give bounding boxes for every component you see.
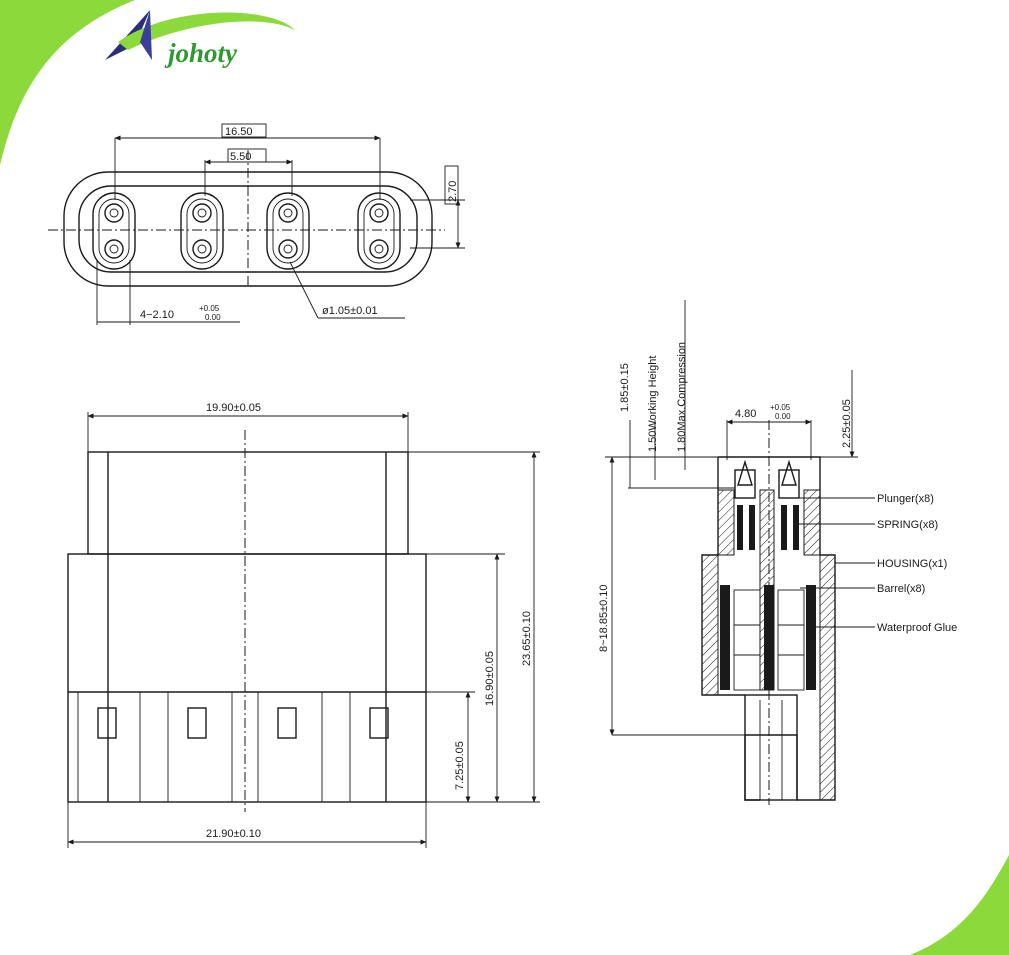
dim-hole-width-label: 4−2.10	[140, 309, 174, 321]
dim-body-height-label: 16.90±0.05	[484, 651, 496, 706]
pin-slots	[92, 192, 401, 270]
front-slots	[77, 692, 389, 802]
pin-slot	[266, 192, 310, 270]
dim-pin-diameter-label: ø1.05±0.01	[322, 305, 378, 317]
logo-swoosh	[118, 12, 295, 50]
dim-length-label: 8~18.85±0.10	[598, 584, 610, 652]
logo-wordmark: johoty	[164, 38, 238, 68]
dim-hole-tol-upper: +0.05	[199, 304, 220, 313]
dim-slot-height-front-label: 7.25±0.05	[454, 741, 466, 790]
pin-hole	[104, 239, 124, 259]
pin-hole	[278, 239, 298, 259]
front-slot	[167, 692, 207, 802]
pin-slot	[92, 192, 136, 270]
dim-section-width-tol-upper: +0.05	[770, 403, 791, 412]
callout-plunger: Plunger(x8)	[877, 493, 934, 505]
dim-pin-pitch-label: 5.50	[230, 151, 251, 163]
pin-slot	[357, 192, 401, 270]
dim-stroke-label: 1.85±0.15	[619, 363, 631, 412]
dim-max-compression-label: 1.80Max.Compression	[676, 342, 688, 452]
front-slot	[257, 692, 297, 802]
pin-hole	[369, 239, 389, 259]
logo-emblem	[105, 10, 150, 60]
pin-hole	[192, 203, 212, 223]
pin-hole	[104, 203, 124, 223]
callout-waterproof-glue: Waterproof Glue	[877, 622, 957, 634]
pin-hole	[278, 203, 298, 223]
top-view: 16.50 5.50 2.70 4−2.10 +0.05 0.00 ø1.05±…	[48, 123, 465, 325]
front-slot	[77, 692, 117, 802]
front-slot	[349, 692, 389, 802]
callout-spring: SPRING(x8)	[877, 519, 938, 531]
dim-slot-height-label: 2.70	[447, 181, 459, 202]
callout-barrel: Barrel(x8)	[877, 583, 925, 595]
dim-overall-pitch-label: 16.50	[225, 126, 253, 138]
dim-hole-tol-lower: 0.00	[205, 313, 221, 322]
dim-top-offset-label: 2.25±0.05	[841, 399, 853, 448]
dim-section-width-tol-lower: 0.00	[775, 412, 791, 421]
dim-top-width-label: 19.90±0.05	[206, 402, 261, 414]
dim-base-width-label: 21.90±0.10	[206, 828, 261, 840]
dim-working-height-label: 1.50Working Height	[647, 356, 659, 452]
corner-swoosh-bottom-right	[910, 855, 1009, 955]
corner-swoosh-top-left	[0, 0, 135, 165]
pin-slot	[180, 192, 224, 270]
pin-hole	[192, 239, 212, 259]
section-view: 1.85±0.15 1.50Working Height 1.80Max.Com…	[598, 300, 957, 805]
front-view: 19.90±0.05 21.90±0.10 23.65±0.10 16.90±0…	[67, 402, 540, 848]
brand-logo: johoty	[105, 10, 295, 68]
dim-section-width-label: 4.80	[735, 408, 756, 420]
dim-total-height-label: 23.65±0.10	[521, 611, 533, 666]
callout-housing: HOUSING(x1)	[877, 558, 947, 570]
pin-hole	[369, 203, 389, 223]
